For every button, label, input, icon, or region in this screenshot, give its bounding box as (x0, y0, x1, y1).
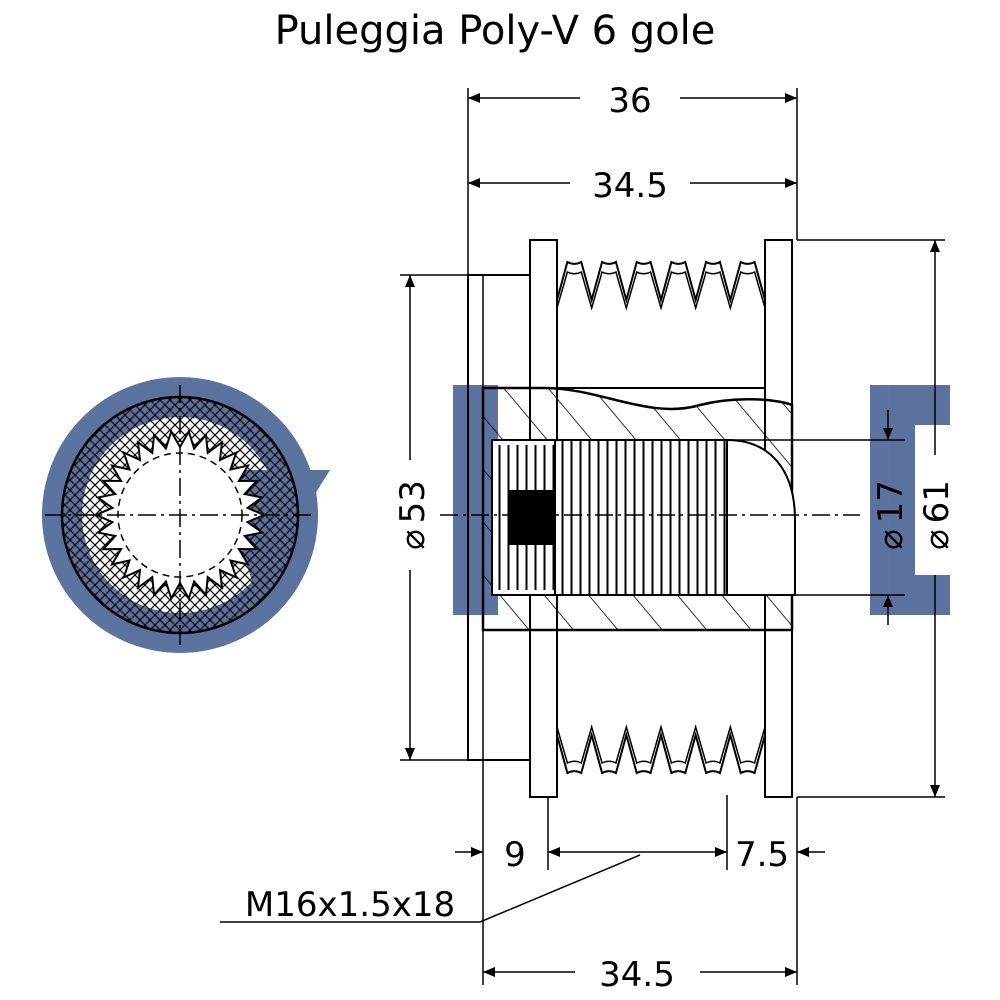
threaded-bore (554, 439, 728, 596)
poly-v-grooves-bottom-inner (556, 724, 766, 765)
pulley-side-view (440, 239, 905, 798)
dimension-labels: 36 34.5 34.5 9 7.5 M16x1.5x18 ⌀53 ⌀17 ⌀6… (245, 81, 957, 995)
dim-left-offset: 9 (504, 835, 526, 875)
dimension-lines (220, 88, 945, 985)
dim-body-length-top: 34.5 (592, 166, 668, 206)
dim-outer-diameter: ⌀61 (917, 480, 957, 550)
bore-relief (726, 438, 796, 596)
dim-hub-diameter: ⌀53 (393, 480, 433, 550)
dim-right-offset: 7.5 (735, 835, 789, 875)
dim-body-length-bottom: 34.5 (599, 955, 675, 995)
poly-v-grooves-top-inner (556, 270, 766, 311)
poly-v-grooves-top (556, 260, 766, 389)
dim-overall-length: 36 (608, 81, 651, 121)
poly-v-grooves-bottom (556, 629, 766, 775)
drawing-title: Puleggia Poly-V 6 gole (275, 8, 716, 54)
dim-thread: M16x1.5x18 (245, 885, 455, 925)
pulley-end-view (45, 385, 315, 645)
dim-bore-diameter: ⌀17 (871, 480, 911, 550)
